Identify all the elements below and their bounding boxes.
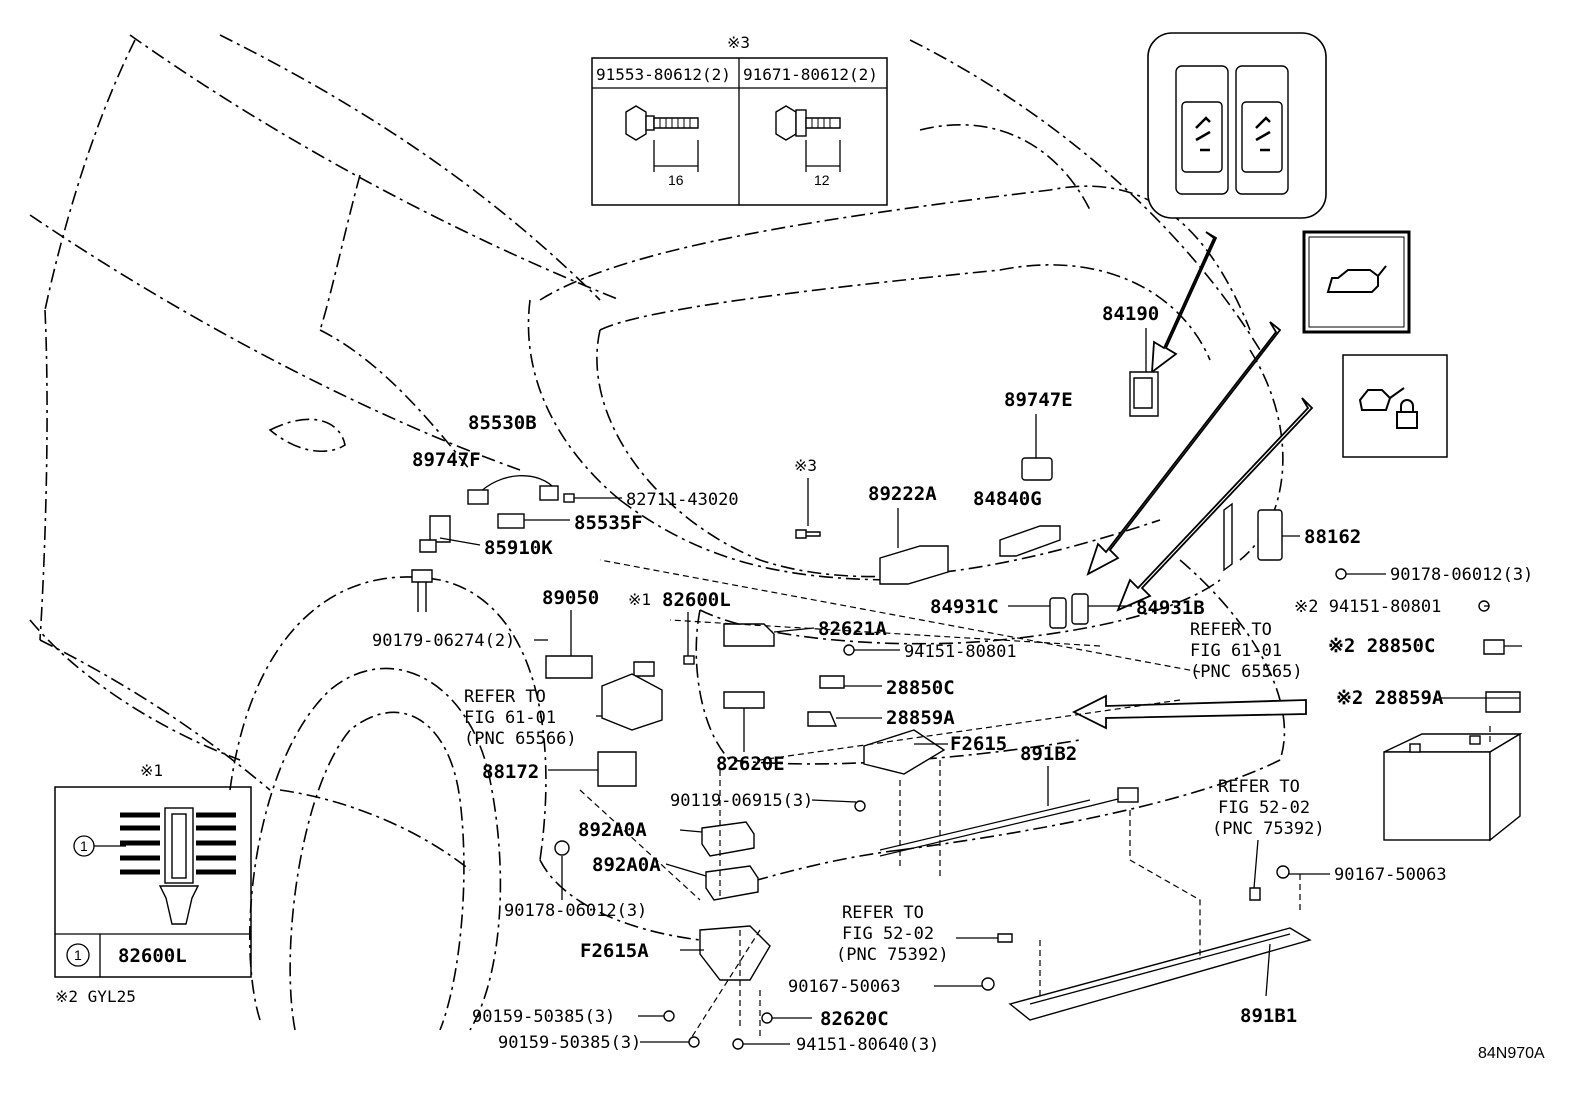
label-90159-50385-b: 90159-50385(3) xyxy=(498,1033,641,1053)
label-94151-80801-a: ※2 94151-80801 xyxy=(1294,597,1441,617)
label-F2615: F2615 xyxy=(950,733,1007,755)
clip-inset-mark: ※1 xyxy=(140,761,163,780)
bolt-icon: 16 xyxy=(625,105,699,188)
label-94151-80801-b: 94151-80801 xyxy=(904,642,1017,662)
label-82620E: 82620E xyxy=(716,753,785,775)
clip-icon xyxy=(120,807,236,925)
label-82621A: 82621A xyxy=(818,618,887,640)
label-90119-06915: 90119-06915(3) xyxy=(670,791,813,811)
label-mark3: ※3 xyxy=(794,456,817,475)
label-88162: 88162 xyxy=(1304,526,1361,548)
label-85530B: 85530B xyxy=(468,412,537,434)
label-90159-50385-a: 90159-50385(3) xyxy=(472,1007,615,1027)
diagram-code: 84N970A xyxy=(1478,1045,1545,1062)
label-891B1: 891B1 xyxy=(1240,1005,1297,1027)
label-84931B: 84931B xyxy=(1136,597,1205,619)
refer-75392-b-line2: FIG 52-02 xyxy=(842,924,934,944)
label-892A0A-b: 892A0A xyxy=(592,854,661,876)
refer-75392-a-line2: FIG 52-02 xyxy=(1218,798,1310,818)
door-lock-icon-box xyxy=(1342,354,1448,458)
label-F2615A: F2615A xyxy=(580,940,649,962)
leader-lines xyxy=(439,328,1522,1045)
battery-icon xyxy=(1383,732,1523,842)
label-892A0A-a: 892A0A xyxy=(578,819,647,841)
label-89747F: 89747F xyxy=(412,449,481,471)
label-84931C: 84931C xyxy=(930,596,999,618)
label-28859A-a: 28859A xyxy=(886,707,955,729)
note-gyl25: ※2 GYL25 xyxy=(55,987,136,1006)
label-90178-06012-a: 90178-06012(3) xyxy=(1390,565,1533,585)
label-88172: 88172 xyxy=(482,761,539,783)
bolt-table: ※3 91553-80612(2) 91671-80612(2) 16 12 xyxy=(591,33,888,206)
refer-75392-b-line3: (PNC 75392) xyxy=(836,945,949,965)
refer-65565-line1: REFER TO xyxy=(1190,620,1272,640)
bolt-table-col1: 91553-80612(2) xyxy=(596,65,731,84)
label-82620C: 82620C xyxy=(820,1008,889,1030)
label-90179-06274: 90179-06274(2) xyxy=(372,631,515,651)
bolt-table-col2: 91671-80612(2) xyxy=(743,65,878,84)
label-28850C-a: ※2 28850C xyxy=(1328,635,1435,657)
flange-bolt-icon: 12 xyxy=(775,105,841,188)
label-90167-50063-a: 90167-50063 xyxy=(1334,865,1447,885)
switch-inset xyxy=(1147,32,1327,219)
label-85535F: 85535F xyxy=(574,512,643,534)
refer-65566-line3: (PNC 65566) xyxy=(464,729,577,749)
label-85910K: 85910K xyxy=(484,537,553,559)
label-94151-80640: 94151-80640(3) xyxy=(796,1035,939,1055)
parts-drawings xyxy=(411,371,1521,1050)
svg-text:1: 1 xyxy=(74,947,82,963)
label-84840G: 84840G xyxy=(973,488,1042,510)
label-82600L: 82600L xyxy=(662,589,731,611)
part-labels: 84190 89747E 85530B 89747F 82711-43020 8… xyxy=(372,303,1545,1062)
clip-inset: ※1 1 1 82600L xyxy=(54,761,252,978)
label-89222A: 89222A xyxy=(868,483,937,505)
clip-inset-part: 82600L xyxy=(118,945,187,967)
label-89050: 89050 xyxy=(542,587,599,609)
svg-text:1: 1 xyxy=(80,838,88,854)
label-mark1: ※1 xyxy=(628,590,651,609)
refer-65566-line1: REFER TO xyxy=(464,687,546,707)
refer-75392-a-line3: (PNC 75392) xyxy=(1212,819,1325,839)
bolt-table-mark: ※3 xyxy=(727,33,750,52)
refer-65565-line2: FIG 61-01 xyxy=(1190,641,1282,661)
vehicle-outline xyxy=(29,34,1286,1031)
svg-text:16: 16 xyxy=(668,172,684,188)
label-84190: 84190 xyxy=(1102,303,1159,325)
label-891B2: 891B2 xyxy=(1020,743,1077,765)
power-door-icon-box xyxy=(1302,230,1411,334)
label-28859A-b: ※2 28859A xyxy=(1336,687,1444,709)
label-28850C-b: 28850C xyxy=(886,677,955,699)
refer-65566-line2: FIG 61-01 xyxy=(464,708,556,728)
label-89747E: 89747E xyxy=(1004,389,1073,411)
label-82711-43020: 82711-43020 xyxy=(626,490,739,510)
label-90178-06012-b: 90178-06012(3) xyxy=(504,901,647,921)
refer-65565-line3: (PNC 65565) xyxy=(1190,662,1303,682)
label-90167-50063-b: 90167-50063 xyxy=(788,977,901,997)
svg-text:12: 12 xyxy=(814,172,830,188)
refer-75392-b-line1: REFER TO xyxy=(842,903,924,923)
indicator-arrows xyxy=(1071,231,1314,730)
refer-75392-a-line1: REFER TO xyxy=(1218,777,1300,797)
